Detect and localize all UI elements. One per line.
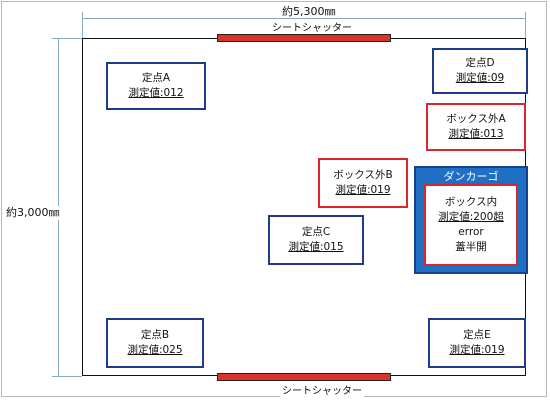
point-e-value: 測定値:019	[449, 344, 505, 356]
outside-box-b: ボックス外B 測定値:019	[318, 158, 408, 208]
inside-box-note: 蓋半開	[455, 241, 487, 253]
dangaku-container: ダンカーゴ ボックス内 測定値:200超 error 蓋半開	[414, 166, 528, 274]
height-dimension-tick-bottom	[52, 376, 82, 377]
height-label: 約3,000㎜	[6, 206, 60, 220]
point-b-title: 定点B	[140, 329, 170, 341]
bottom-sheet-shutter	[217, 373, 391, 381]
outside-b-value: 測定値:019	[335, 184, 391, 196]
point-d-box: 定点D 測定値:09	[432, 48, 528, 94]
point-c-value: 測定値:015	[288, 241, 344, 253]
outside-a-value: 測定値:013	[448, 128, 504, 140]
bottom-shutter-label: シートシャッター	[280, 386, 364, 397]
point-b-box: 定点B 測定値:025	[106, 318, 204, 368]
width-dimension-line	[82, 18, 526, 19]
width-label: 約5,300㎜	[279, 6, 339, 18]
point-c-box: 定点C 測定値:015	[268, 215, 364, 265]
point-a-title: 定点A	[141, 72, 171, 84]
outside-b-title: ボックス外B	[333, 169, 393, 181]
height-dimension-tick-top	[52, 38, 82, 39]
point-d-value: 測定値:09	[455, 72, 505, 84]
point-a-box: 定点A 測定値:012	[106, 62, 206, 110]
dangaku-title: ダンカーゴ	[443, 170, 499, 183]
outside-box-a: ボックス外A 測定値:013	[426, 103, 526, 151]
outside-a-title: ボックス外A	[446, 113, 506, 125]
inside-box-title: ボックス内	[444, 196, 498, 208]
point-b-value: 測定値:025	[127, 344, 183, 356]
point-c-title: 定点C	[301, 226, 331, 238]
width-dimension-tick-left	[82, 12, 83, 38]
inside-box-value: 測定値:200超	[438, 211, 504, 223]
point-e-box: 定点E 測定値:019	[428, 318, 526, 368]
width-dimension-tick-right	[525, 12, 526, 38]
point-a-value: 測定値:012	[128, 87, 184, 99]
inside-box-error: error	[458, 226, 484, 238]
point-e-title: 定点E	[463, 329, 491, 341]
point-d-title: 定点D	[465, 57, 495, 69]
inside-box: ボックス内 測定値:200超 error 蓋半開	[424, 184, 518, 266]
top-shutter-label: シートシャッター	[270, 23, 354, 34]
top-sheet-shutter	[217, 34, 391, 42]
